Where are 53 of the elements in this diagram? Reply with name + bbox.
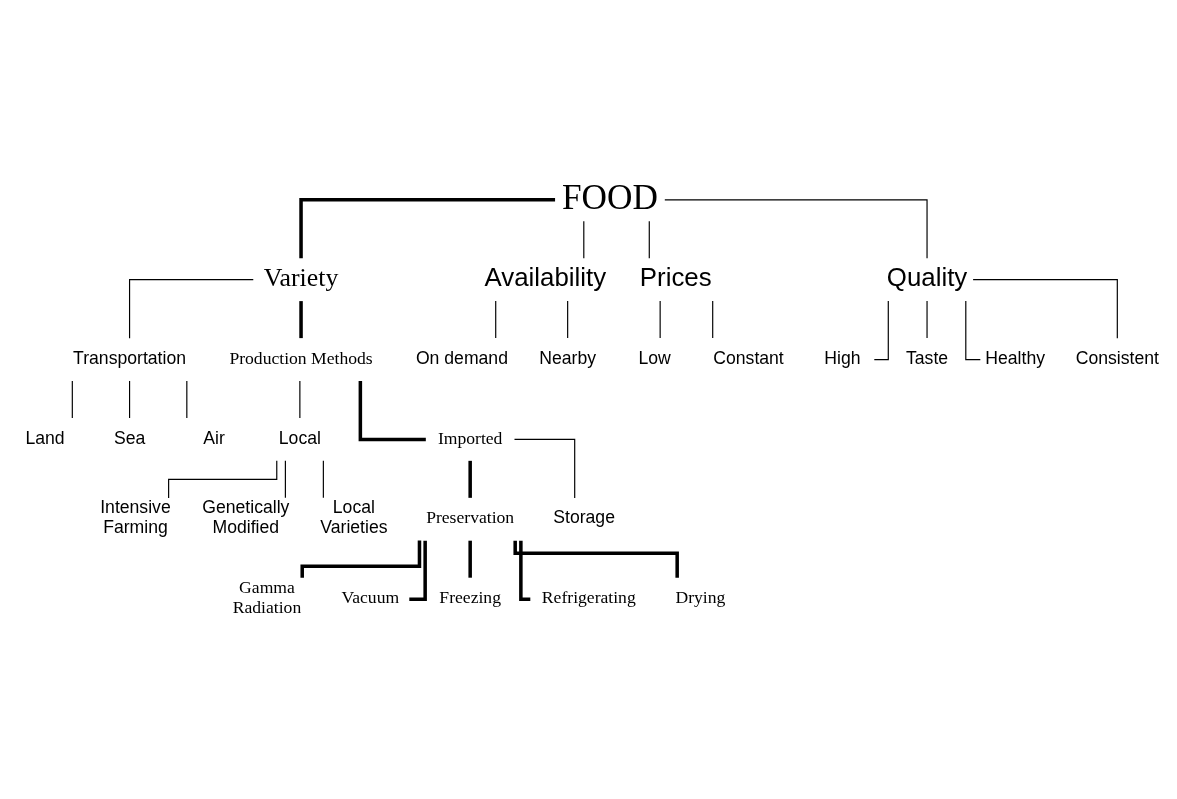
node-text: Freezing <box>439 587 501 608</box>
connector <box>129 380 131 419</box>
node-text: Storage <box>553 507 615 528</box>
node-text: Preservation <box>426 507 515 528</box>
connector <box>972 279 1118 339</box>
node-text: Land <box>25 427 65 448</box>
node-text: Drying <box>675 587 726 608</box>
connector <box>468 460 472 498</box>
node-text: Local Varieties <box>320 497 388 538</box>
connector <box>299 301 303 339</box>
connector <box>129 279 254 339</box>
node-text: Nearby <box>539 347 597 368</box>
connector <box>358 380 426 442</box>
node-text: Transportation <box>73 347 187 368</box>
connector <box>648 220 650 259</box>
node-text: Consistent <box>1075 347 1159 368</box>
connector <box>583 220 585 259</box>
node-text: Quality <box>886 263 968 292</box>
node-text: Low <box>638 347 671 368</box>
node-text: Refrigerating <box>541 587 636 608</box>
node-text: Sea <box>113 427 146 448</box>
connector <box>495 300 497 339</box>
connector <box>299 380 301 419</box>
connector <box>168 460 278 499</box>
connector <box>567 300 569 339</box>
connector <box>664 199 928 259</box>
connector <box>513 540 679 578</box>
node-text: Taste <box>906 347 949 368</box>
connector <box>299 198 556 259</box>
connector <box>468 540 472 578</box>
node-text: Air <box>203 427 225 448</box>
node-text: Vacuum <box>341 587 400 608</box>
node-text: FOOD <box>561 177 658 217</box>
node-text: Local <box>278 427 321 448</box>
connector <box>712 300 714 339</box>
node-text: Gamma Radiation <box>232 577 302 618</box>
node-text: Production Methods <box>229 347 373 368</box>
node-text: Variety <box>263 263 339 293</box>
connector <box>659 300 661 339</box>
connector <box>322 460 324 499</box>
connector <box>513 438 576 499</box>
node-text: Genetically Modified <box>202 497 290 538</box>
node-text: Intensive Farming <box>100 497 171 538</box>
node-text: Prices <box>639 263 712 292</box>
connector <box>284 460 286 499</box>
node-text: Imported <box>437 427 503 448</box>
node-text: High <box>824 347 861 368</box>
node-text: Healthy <box>985 347 1045 368</box>
node-text: Constant <box>713 347 784 368</box>
connector <box>186 380 188 419</box>
connector <box>71 380 73 419</box>
node-text: On demand <box>415 347 508 368</box>
node-text: Availability <box>484 263 607 292</box>
